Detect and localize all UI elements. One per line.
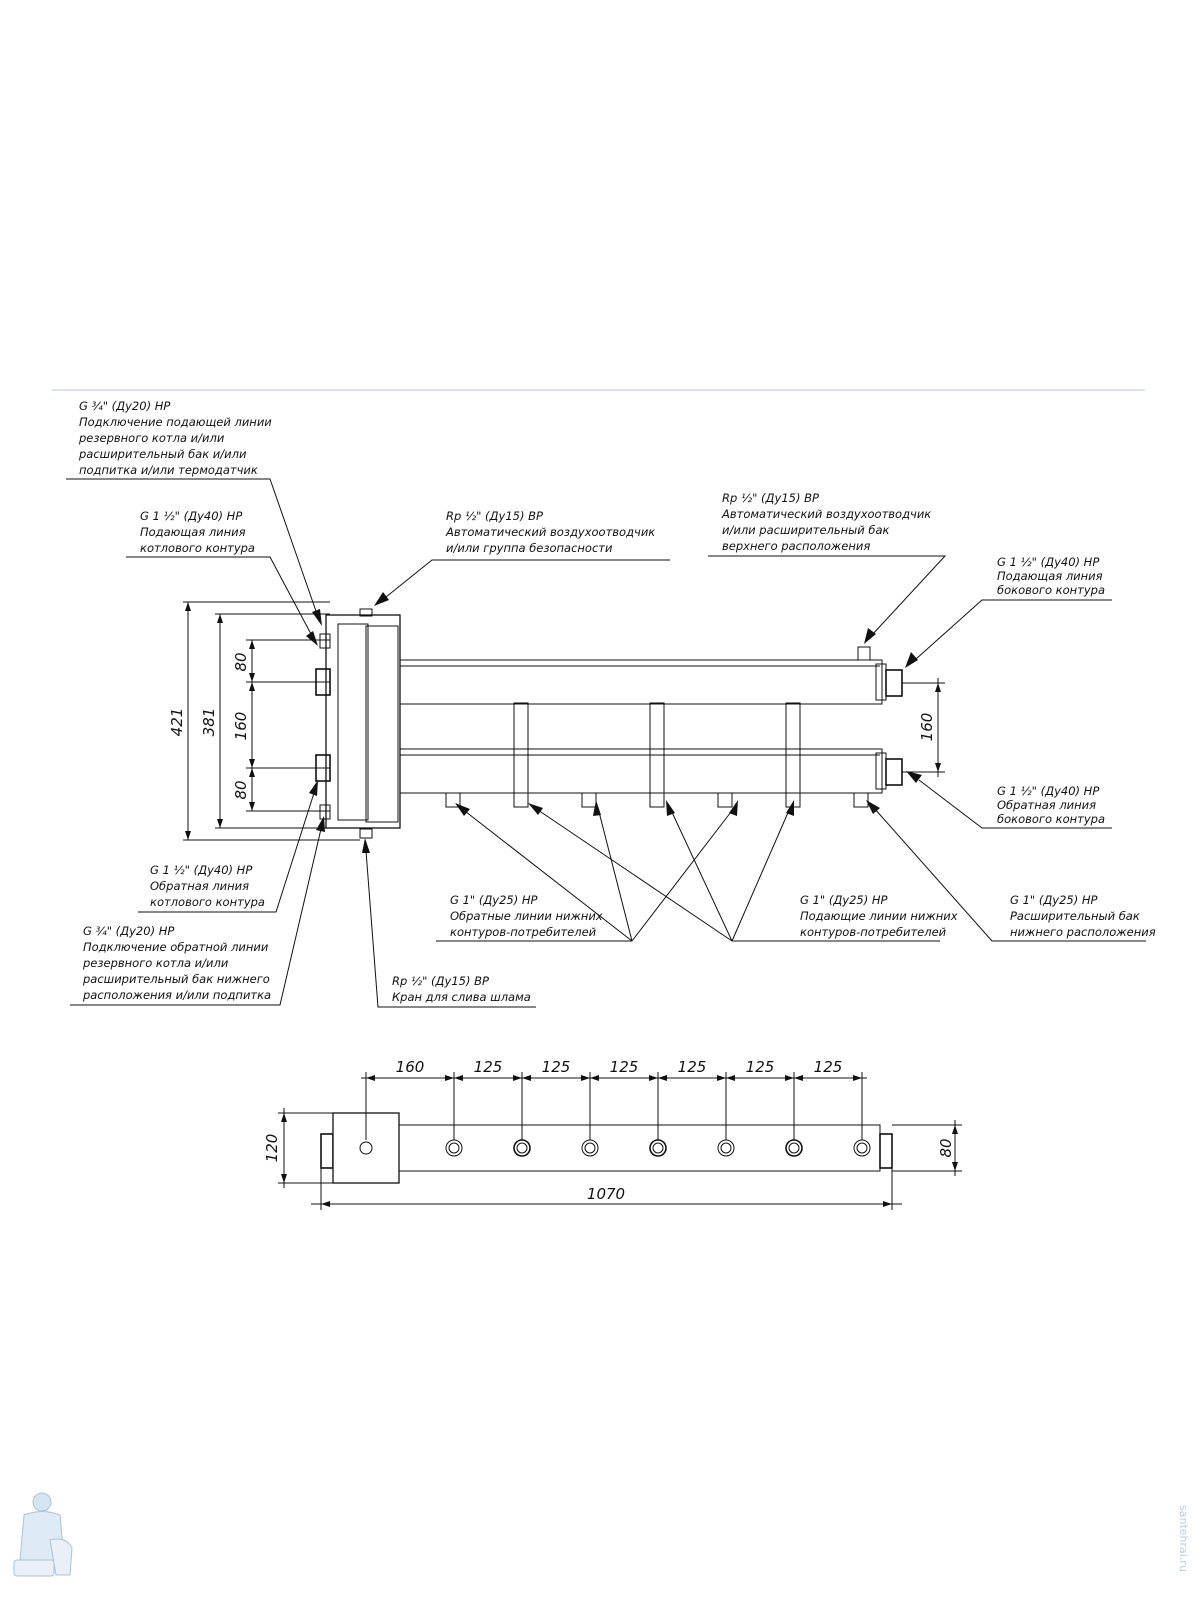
dim-top-spacing-5: 125 <box>746 1058 775 1076</box>
right-cap-lower <box>875 752 887 790</box>
callout-c2: G 1 ½" (Ду40) НР Подающая линия котловог… <box>126 509 318 646</box>
callout-c1-l3: расширительный бак и/или <box>78 447 247 461</box>
callout-c8-l1: Подключение обратной линии <box>83 940 269 954</box>
callout-c2-l2: котлового контура <box>140 541 255 555</box>
callout-c12-l0: Rp ½" (Ду15) ВР <box>392 974 489 988</box>
dim-top-spacing-0: 160 <box>396 1058 425 1076</box>
callout-c7-l1: Обратная линия <box>150 879 249 893</box>
dim-1070: 1070 <box>587 1185 625 1203</box>
callout-c1-l0: G ¾" (Ду20) НР <box>79 399 170 413</box>
callout-c1-l2: резервного котла и/или <box>78 431 225 445</box>
callout-c8: G ¾" (Ду20) НР Подключение обратной лини… <box>70 816 325 1006</box>
bottom-outlets <box>445 792 869 808</box>
dim-160-right: 160 <box>918 713 936 742</box>
callout-c3-l2: и/или группа безопасности <box>446 541 613 555</box>
dimension-arrows-top <box>281 1075 958 1207</box>
dim-80-upper: 80 <box>232 652 250 671</box>
callout-c3: Rp ½" (Ду15) ВР Автоматический воздухоот… <box>374 509 670 606</box>
callout-c3-l0: Rp ½" (Ду15) ВР <box>446 509 543 523</box>
dimension-lines-front <box>183 601 945 841</box>
top-header-pipe <box>398 1124 881 1172</box>
callout-c4-l3: верхнего расположения <box>722 539 870 553</box>
dimension-arrows-front <box>185 602 941 840</box>
callout-c6-l0: G 1 ½" (Ду40) НР <box>997 784 1099 798</box>
callout-c7: G 1 ½" (Ду40) НР Обратная линия котловог… <box>138 780 318 913</box>
callout-c4-l1: Автоматический воздухоотводчик <box>721 507 931 521</box>
callout-c9-l2: контуров-потребителей <box>450 925 597 939</box>
dim-80-top: 80 <box>937 1138 955 1157</box>
top-port-circle <box>359 1141 373 1155</box>
air-vent-port <box>857 646 871 661</box>
separator-body <box>325 614 401 829</box>
callout-c1-l1: Подключение подающей линии <box>79 415 272 429</box>
callout-c8-l4: расположения и/или подпитка <box>82 988 271 1002</box>
callout-c4-l0: Rp ½" (Ду15) ВР <box>722 491 819 505</box>
callout-c12: Rp ½" (Ду15) ВР Кран для слива шлама <box>362 838 536 1008</box>
callout-c2-l0: G 1 ½" (Ду40) НР <box>140 509 242 523</box>
callout-c11: G 1" (Ду25) НР Расширительный бак нижнег… <box>866 800 1156 942</box>
dim-120: 120 <box>263 1134 281 1163</box>
callout-c8-l2: резервного котла и/или <box>82 956 229 970</box>
left-stub-bottom <box>319 804 331 820</box>
front-view: 421 381 80 160 80 160 <box>168 601 945 841</box>
top-port <box>359 608 373 617</box>
dim-top-spacing-4: 125 <box>678 1058 707 1076</box>
plumber-logo-icon <box>13 1492 73 1577</box>
watermark-side-text: santehrai.ru <box>1177 1505 1190 1572</box>
callout-c9: G 1" (Ду25) НР Обратные линии нижних кон… <box>436 800 738 942</box>
callout-c5-l1: Подающая линия <box>997 569 1103 583</box>
callout-c5: G 1 ½" (Ду40) НР Подающая линия бокового… <box>905 555 1112 668</box>
callout-c11-l2: нижнего расположения <box>1010 925 1156 939</box>
callout-c5-l2: бокового контура <box>997 583 1105 597</box>
callout-c8-l0: G ¾" (Ду20) НР <box>83 924 174 938</box>
callout-c9-l0: G 1" (Ду25) НР <box>450 893 538 907</box>
dim-top-spacing-3: 125 <box>610 1058 639 1076</box>
callout-c2-l1: Подающая линия <box>140 525 246 539</box>
callout-c11-l1: Расширительный бак <box>1010 909 1140 923</box>
callout-c3-l1: Автоматический воздухоотводчик <box>445 525 655 539</box>
callout-c9-l1: Обратные линии нижних <box>450 909 603 923</box>
callout-c11-l0: G 1" (Ду25) НР <box>1010 893 1098 907</box>
dim-160: 160 <box>232 712 250 741</box>
callout-c6: G 1 ½" (Ду40) НР Обратная линия бокового… <box>906 771 1112 829</box>
callout-c10-l1: Подающие линии нижних <box>800 909 958 923</box>
callout-c10-l2: контуров-потребителей <box>800 925 947 939</box>
dim-381: 381 <box>200 708 218 737</box>
dim-top-spacing-2: 125 <box>542 1058 571 1076</box>
callout-c1-l4: подпитка и/или термодатчик <box>79 463 258 477</box>
dim-80-lower: 80 <box>232 780 250 799</box>
callout-c8-l3: расширительный бак нижнего <box>82 972 270 986</box>
callout-c6-l1: Обратная линия <box>997 798 1096 812</box>
callout-c4-l2: и/или расширительный бак <box>722 523 890 537</box>
dim-top-spacing-6: 125 <box>814 1058 843 1076</box>
left-stub-top <box>319 633 331 649</box>
dim-421: 421 <box>168 708 186 737</box>
callout-c7-l0: G 1 ½" (Ду40) НР <box>150 863 252 877</box>
right-cap-upper <box>875 663 887 701</box>
right-nozzle-lower <box>885 758 903 786</box>
callout-c10: G 1" (Ду25) НР Подающие линии нижних кон… <box>528 800 958 942</box>
top-left-nozzle <box>320 1133 334 1169</box>
lower-header-pipe <box>399 748 883 794</box>
dim-top-spacing-1: 125 <box>474 1058 503 1076</box>
callout-c5-l0: G 1 ½" (Ду40) НР <box>997 555 1099 569</box>
callout-c6-l2: бокового контура <box>997 812 1105 826</box>
callout-c1: G ¾" (Ду20) НР Подключение подающей лини… <box>66 399 322 626</box>
right-nozzle-upper <box>885 669 903 697</box>
callout-c7-l2: котлового контура <box>150 895 265 909</box>
top-view: 160 125 125 125 125 125 125 120 80 1070 <box>263 1058 962 1210</box>
callout-c4: Rp ½" (Ду15) ВР Автоматический воздухоот… <box>708 491 947 644</box>
callout-c10-l0: G 1" (Ду25) НР <box>800 893 888 907</box>
top-outlet-circles <box>445 1139 871 1157</box>
separator-inner-left <box>337 623 369 821</box>
upper-header-pipe <box>399 659 883 705</box>
top-right-nozzle <box>879 1133 893 1169</box>
separator-inner-right <box>365 625 399 823</box>
bottom-port <box>359 828 373 839</box>
callout-c12-l1: Кран для слива шлама <box>392 990 531 1004</box>
